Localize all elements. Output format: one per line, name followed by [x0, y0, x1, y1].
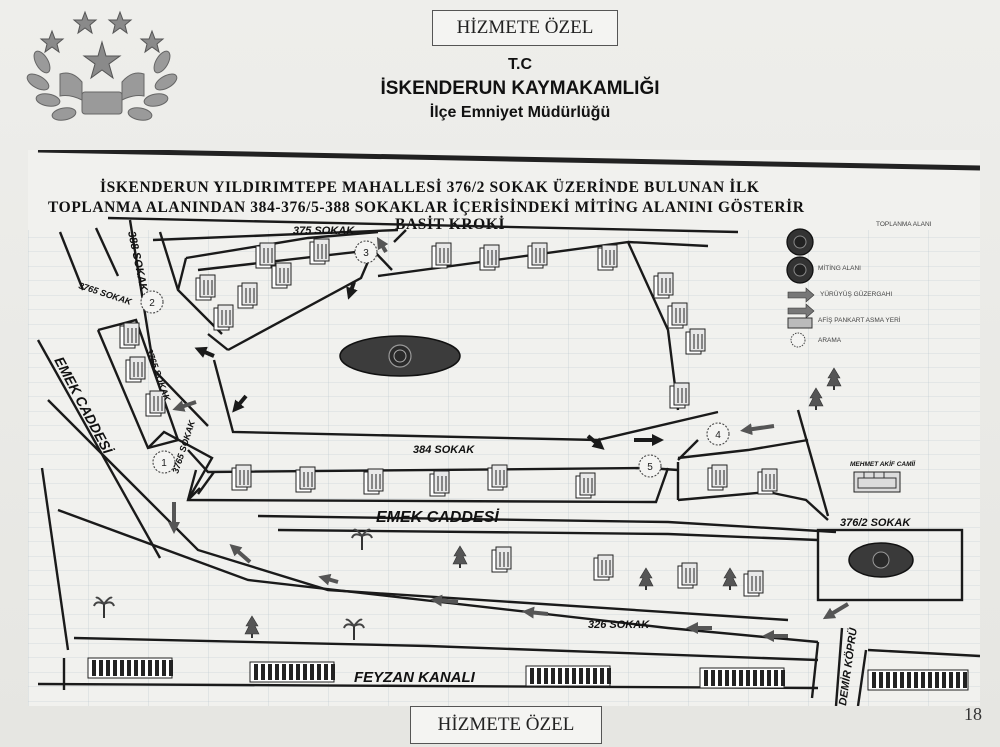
search-point-label: 1 — [161, 458, 167, 469]
building-icon — [231, 464, 252, 491]
map-title-line1: İSKENDERUN YILDIRIMTEPE MAHALLESİ 376/2 … — [100, 179, 760, 196]
legend-route-icon — [787, 287, 815, 303]
mosque-label: MEHMET AKİF CAMİİ — [850, 460, 916, 468]
building-icon — [575, 472, 596, 499]
header-unit: İlçe Emniyet Müdürlüğü — [429, 104, 611, 121]
meeting-area-marker — [339, 335, 461, 377]
building-icon — [119, 322, 140, 349]
route-arrow-icon — [376, 236, 389, 254]
search-point-label: 5 — [647, 462, 653, 473]
map-top-rule — [37, 150, 980, 171]
legend-search-icon — [790, 332, 806, 348]
building-icon — [295, 466, 316, 493]
building-icon — [125, 356, 146, 383]
building-icon — [255, 242, 276, 269]
building-icon — [707, 464, 728, 491]
route-map-canvas: İSKENDERUN YILDIRIMTEPE MAHALLESİ 376/2 … — [28, 150, 980, 706]
canal-barriers — [87, 657, 969, 691]
route-arrow-icon — [172, 400, 197, 412]
building-icon — [309, 238, 330, 265]
header-organization: İSKENDERUN KAYMAKAMLIĞI — [380, 78, 660, 99]
street-label-376-2: 376/2 SOKAK — [840, 517, 911, 529]
building-icon — [593, 554, 614, 581]
classification-stamp-bottom: HİZMETE ÖZEL — [410, 706, 602, 744]
building-icon — [479, 244, 500, 271]
search-point-label: 4 — [715, 430, 721, 441]
building-icon — [597, 244, 618, 271]
search-points: 1 2 3 4 5 — [140, 240, 730, 478]
route-arrow-icon — [740, 423, 775, 436]
building-icon — [271, 262, 292, 289]
building-icon — [491, 546, 512, 573]
flow-arrow-icon — [586, 434, 605, 450]
route-arrow-icon — [318, 573, 339, 586]
gathering-area-marker — [848, 542, 914, 578]
page-number: 18 — [964, 704, 982, 724]
legend-gathering-label: TOPLANMA ALANI — [876, 221, 932, 228]
street-label-375: 375 SOKAK — [293, 225, 355, 237]
legend-banner-label: AFİŞ PANKART ASMA YERİ — [818, 315, 901, 324]
building-icon — [743, 570, 764, 597]
canal-barrier — [867, 669, 969, 691]
mosque-marker — [853, 471, 901, 493]
building-icon — [363, 468, 384, 495]
building-icon — [667, 302, 688, 329]
search-point-5: 5 — [638, 454, 662, 478]
legend-route-label: YÜRÜYÜŞ GÜZERGAHI — [820, 290, 892, 298]
legend-meeting-label: MİTİNG ALANI — [818, 263, 861, 272]
building-icon — [429, 470, 450, 497]
street-label-feyzan: FEYZAN KANALI — [354, 669, 476, 686]
route-arrows — [168, 236, 850, 642]
building-icon — [669, 382, 690, 409]
police-emblem-icon — [26, 10, 178, 121]
building-icon — [677, 562, 698, 589]
street-label-emek-main: EMEK CADDESİ — [376, 508, 500, 526]
legend-route-icon-2 — [787, 303, 815, 319]
street-label-384: 384 SOKAK — [413, 444, 475, 456]
flow-arrow-icon — [194, 346, 215, 358]
building-icon — [653, 272, 674, 299]
route-arrow-icon — [430, 594, 459, 607]
building-icon — [685, 328, 706, 355]
canal-barrier — [699, 667, 785, 689]
canal-barrier — [249, 661, 335, 683]
flow-arrow-icon — [232, 394, 248, 413]
legend-search-label: ARAMA — [818, 337, 842, 344]
building-icon — [195, 274, 216, 301]
search-point-1: 1 — [152, 450, 176, 474]
flow-arrow-icon — [346, 281, 358, 300]
map-title-line2: TOPLANMA ALANINDAN 384-376/5-388 SOKAKLA… — [48, 199, 805, 216]
building-icon — [487, 464, 508, 491]
search-point-label: 3 — [363, 248, 369, 259]
building-icon — [431, 242, 452, 269]
route-arrow-icon — [229, 544, 252, 564]
canal-barrier — [87, 657, 173, 679]
search-point-4: 4 — [706, 422, 730, 446]
building-icon — [757, 468, 778, 495]
route-map: İSKENDERUN YILDIRIMTEPE MAHALLESİ 376/2 … — [28, 150, 980, 706]
search-point-3: 3 — [354, 240, 378, 264]
street-network — [36, 216, 980, 706]
canal-barrier — [525, 665, 611, 687]
classification-stamp-top: HİZMETE ÖZEL — [432, 10, 618, 46]
search-point-2: 2 — [140, 290, 164, 314]
header-tc: T.C — [508, 56, 532, 73]
legend-banner-icon — [787, 317, 813, 329]
search-point-label: 2 — [149, 298, 155, 309]
building-icon — [237, 282, 258, 309]
building-icon — [527, 242, 548, 269]
route-arrow-icon — [522, 606, 549, 619]
street-label-326: 326 SOKAK — [588, 619, 650, 631]
building-icon — [213, 304, 234, 331]
map-legend: TOPLANMA ALANI MİTİNG ALANI YÜRÜYÜŞ GÜZE… — [786, 221, 932, 348]
route-arrow-icon — [822, 602, 850, 620]
